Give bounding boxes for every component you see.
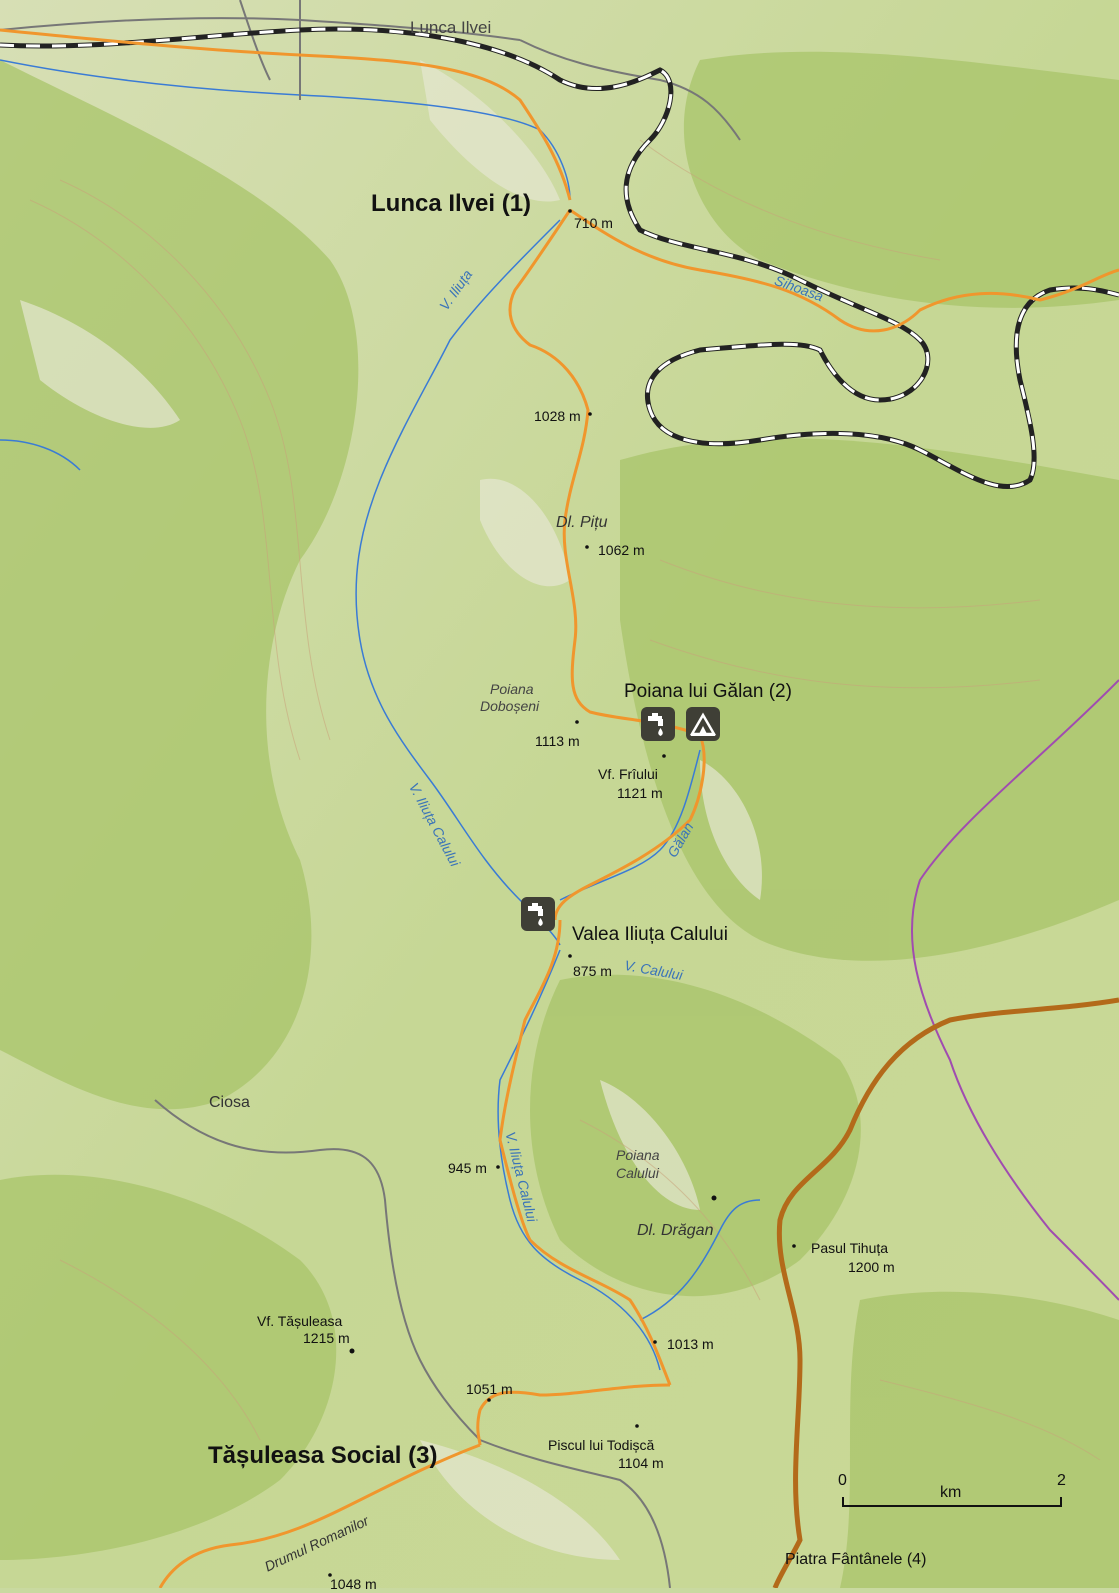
roads bbox=[0, 0, 741, 1588]
town-label-ciosa: Ciosa bbox=[209, 1094, 250, 1111]
scale-line bbox=[842, 1505, 1062, 1507]
boundary-line bbox=[910, 679, 1119, 1301]
elevation-1028: 1028 m bbox=[534, 408, 581, 424]
scale-start: 0 bbox=[838, 1472, 847, 1489]
elevation-dots bbox=[328, 209, 796, 1577]
scale-bar: 0 km 2 bbox=[838, 1472, 1066, 1512]
scale-unit: km bbox=[940, 1484, 962, 1501]
camping-tent-icon bbox=[686, 707, 720, 741]
town-label-lunca-ilvei: Lunca Ilvei bbox=[410, 18, 492, 37]
scale-end: 2 bbox=[1057, 1472, 1066, 1489]
pass-name-tihuta: Pasul Tihuța bbox=[811, 1240, 889, 1256]
station-label-1: Lunca Ilvei (1) bbox=[371, 190, 532, 217]
peak-alt-piscul: 1104 m bbox=[618, 1455, 664, 1471]
scale-tick-start bbox=[842, 1497, 844, 1507]
place-label-poiana-cal-2: Calului bbox=[616, 1165, 659, 1181]
place-label-poiana-dobo-1: Poiana bbox=[490, 681, 534, 697]
peak-name-vf-friului: Vf. Frîului bbox=[598, 766, 658, 782]
peak-alt-vf-friului: 1121 m bbox=[617, 785, 663, 801]
elevation-945: 945 m bbox=[448, 1160, 487, 1176]
elevation-1062: 1062 m bbox=[598, 542, 645, 558]
hiking-route bbox=[0, 28, 1119, 1588]
peak-name-vf-tasuleasa: Vf. Tășuleasa bbox=[257, 1313, 343, 1329]
station-label-4: Piatra Fântânele (4) bbox=[785, 1551, 927, 1568]
peak-name-piscul: Piscul lui Todișcă bbox=[548, 1437, 655, 1453]
station-label-2: Poiana lui Gălan (2) bbox=[624, 681, 792, 702]
railway bbox=[0, 26, 1119, 490]
station-label-3: Tășuleasa Social (3) bbox=[208, 1442, 438, 1469]
light-ridges bbox=[20, 60, 762, 1560]
national-road bbox=[772, 997, 1119, 1588]
streams bbox=[0, 59, 761, 1371]
relief-shading bbox=[0, 51, 1119, 1588]
elevation-1013: 1013 m bbox=[667, 1336, 714, 1352]
elevation-710: 710 m bbox=[574, 215, 613, 231]
pass-alt-tihuta: 1200 m bbox=[848, 1259, 895, 1275]
peak-alt-vf-tasuleasa: 1215 m bbox=[303, 1330, 350, 1346]
elevation-1051: 1051 m bbox=[466, 1381, 513, 1397]
hill-label-dl-dragan: Dl. Drăgan bbox=[637, 1222, 714, 1239]
place-label-poiana-dobo-2: Doboșeni bbox=[480, 698, 540, 714]
elevation-1048: 1048 m bbox=[330, 1576, 377, 1592]
water-tap-icon bbox=[521, 897, 555, 931]
place-label-poiana-cal-1: Poiana bbox=[616, 1147, 660, 1163]
contour-lines bbox=[29, 139, 1101, 1461]
scale-tick-end bbox=[1060, 1497, 1062, 1507]
elevation-1113: 1113 m bbox=[535, 733, 580, 749]
elevation-875: 875 m bbox=[573, 963, 612, 979]
station-label-valea-iliuta: Valea Iliuța Calului bbox=[572, 924, 728, 945]
hill-label-dl-pitu: Dl. Pițu bbox=[556, 514, 608, 531]
water-tap-icon bbox=[641, 707, 675, 741]
